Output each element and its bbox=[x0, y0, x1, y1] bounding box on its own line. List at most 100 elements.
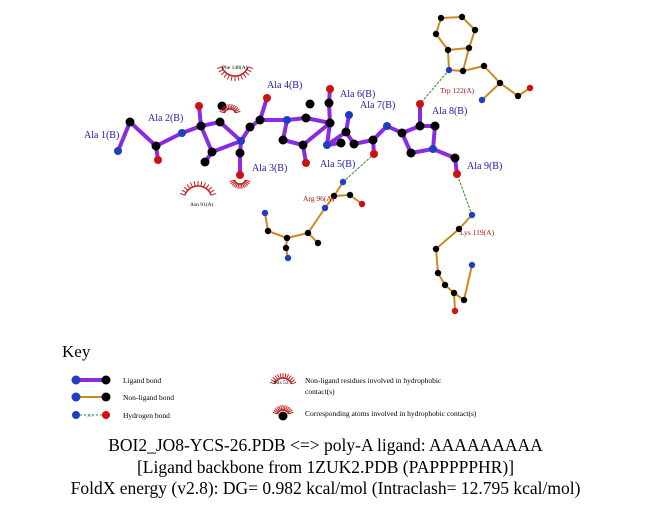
oxygen-atom bbox=[370, 150, 378, 158]
nonligand-bond bbox=[435, 248, 439, 274]
ligand-residue-label: Ala 5(B) bbox=[320, 159, 355, 170]
carbon-atom bbox=[151, 141, 161, 151]
key-hydrophobic-label-line1: Non-ligand residues involved in hydropho… bbox=[305, 376, 442, 385]
carbon-atom bbox=[450, 289, 458, 297]
carbon-atom bbox=[305, 99, 315, 109]
nonligand-bond bbox=[481, 82, 501, 101]
nitrogen-atom bbox=[468, 211, 476, 219]
nonligand-bond bbox=[435, 228, 460, 250]
carbon-atom bbox=[459, 67, 467, 75]
carbon-atom bbox=[196, 121, 206, 131]
ligand-residue-label: Ala 7(B) bbox=[360, 100, 395, 111]
oxygen-atom bbox=[236, 171, 244, 179]
oxygen-atom bbox=[451, 307, 459, 315]
oxygen-atom bbox=[453, 170, 461, 178]
carbon-atom bbox=[125, 117, 135, 127]
carbon-atom bbox=[368, 135, 378, 145]
key-hydrophobic-label-line2: contact(s) bbox=[305, 387, 335, 396]
protein-residue-label: Lys 119(A) bbox=[460, 228, 495, 237]
label-layer: Ala 1(B) Ala 2(B) Ala 3(B) Ala 4(B) Ala … bbox=[84, 64, 502, 237]
carbon-atom bbox=[406, 148, 416, 158]
key-atom-arc bbox=[272, 405, 294, 415]
carbon-atom bbox=[282, 244, 290, 252]
key-hydrophobic-example-label: His 53 bbox=[274, 380, 289, 386]
nitrogen-atom bbox=[478, 96, 486, 104]
key-ligand-bond-label: Ligand bond bbox=[123, 376, 161, 385]
carbon-atom bbox=[434, 269, 442, 277]
ligand-residue-label: Ala 6(B) bbox=[340, 89, 375, 100]
nitrogen-atom bbox=[283, 116, 291, 124]
carbon-atom bbox=[215, 117, 225, 127]
nonligand-bond bbox=[267, 230, 288, 239]
key-arc bbox=[269, 373, 297, 385]
carbon-atom bbox=[235, 148, 245, 158]
ligand-bond bbox=[154, 131, 184, 148]
nonligand-bond bbox=[447, 47, 470, 51]
oxygen-atom bbox=[302, 159, 310, 167]
oxygen-atom bbox=[326, 85, 334, 93]
nitrogen-atom bbox=[468, 261, 476, 269]
protein-residue-label: Trp 122(A) bbox=[440, 86, 475, 95]
nonligand-bond bbox=[435, 33, 449, 51]
nonligand-bond bbox=[462, 65, 485, 72]
carbon-atom bbox=[455, 225, 463, 233]
nonligand-bond bbox=[463, 264, 473, 301]
carbon-atom bbox=[432, 30, 440, 38]
carbon-atom bbox=[397, 128, 407, 138]
key-hydrophobic-residue-icon bbox=[269, 373, 297, 385]
carbon-atom bbox=[314, 239, 322, 247]
caption-line-1: BOI2_JO8-YCS-26.PDB <=> poly-A ligand: A… bbox=[108, 435, 543, 455]
oxygen-atom bbox=[195, 102, 203, 110]
ligand-bond bbox=[116, 120, 132, 153]
ligand-residue-label: Ala 1(B) bbox=[84, 130, 119, 141]
protein-residue-label: Arg 96(A) bbox=[303, 194, 335, 203]
nonligand-bond bbox=[440, 16, 463, 19]
phe148-hydrophobic-arc bbox=[216, 66, 254, 81]
ligand-bond bbox=[301, 121, 332, 147]
hydrogen-bond bbox=[342, 153, 375, 183]
carbon-atom bbox=[450, 153, 460, 163]
hydrophobic-arc-layer bbox=[179, 66, 254, 196]
ligand-bond bbox=[218, 120, 243, 143]
carbon-atom bbox=[514, 92, 522, 100]
nitrogen-atom bbox=[114, 147, 122, 155]
carbon-atom bbox=[245, 122, 255, 132]
nitrogen-atom bbox=[284, 254, 292, 262]
carbon-atom bbox=[336, 138, 346, 148]
oxygen-atom bbox=[526, 84, 534, 92]
corresponding-atom-arc bbox=[219, 104, 241, 114]
carbon-atom bbox=[217, 101, 227, 111]
carbon-atom bbox=[255, 115, 265, 125]
carbon-atom bbox=[283, 234, 291, 242]
nonligand-bond bbox=[286, 232, 309, 239]
ligand-bond bbox=[210, 139, 243, 154]
carbon-atom bbox=[349, 139, 359, 149]
ligand-residue-label: Ala 9(B) bbox=[467, 161, 502, 172]
nitrogen-atom bbox=[178, 129, 186, 137]
carbon-atom bbox=[496, 79, 504, 87]
carbon-atom bbox=[264, 227, 272, 235]
key-hbond-distance: 3.0 bbox=[87, 413, 93, 418]
hydrophobic-residue-label: Asn 91(A) bbox=[190, 201, 214, 208]
carbon-atom bbox=[460, 296, 468, 304]
nitrogen-atom bbox=[321, 204, 329, 212]
ligand-residue-label: Ala 8(B) bbox=[432, 106, 467, 117]
carbon-atom bbox=[471, 26, 479, 34]
ligand-bond bbox=[128, 120, 158, 148]
key-hydrogen-bond-label: Hydrogen bond bbox=[123, 411, 170, 420]
atom-layer bbox=[114, 13, 534, 315]
oxygen-atom bbox=[416, 100, 424, 108]
hydrophobic-residue-label: Phe 148(A) bbox=[222, 64, 248, 71]
ligand-residue-label: Ala 4(B) bbox=[267, 80, 302, 91]
nonligand-bond bbox=[483, 65, 501, 84]
hydrogen-bond bbox=[456, 173, 473, 216]
key-nonligand-bond-swatch bbox=[71, 392, 111, 402]
nitrogen-atom bbox=[261, 209, 269, 217]
carbon-atom bbox=[304, 229, 312, 237]
carbon-atom bbox=[278, 135, 288, 145]
oxygen-atom bbox=[154, 156, 162, 164]
carbon-atom bbox=[301, 113, 311, 123]
asn91-hydrophobic-arc bbox=[179, 181, 217, 196]
caption-line-2: [Ligand backbone from 1ZUK2.PDB (PAPPPPP… bbox=[136, 457, 515, 477]
key-title: Key bbox=[62, 342, 91, 361]
